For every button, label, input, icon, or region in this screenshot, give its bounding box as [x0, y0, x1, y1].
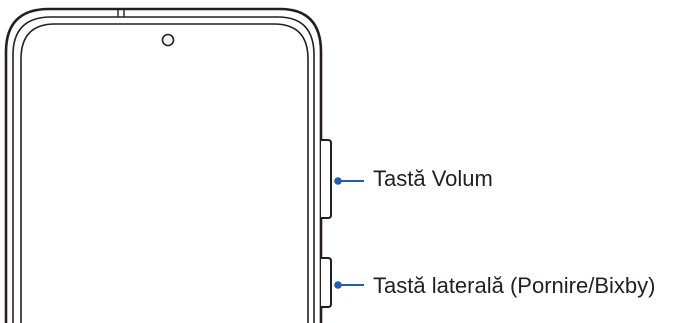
side-key: [321, 257, 332, 308]
front-camera-icon: [161, 33, 175, 47]
screen: [20, 23, 309, 323]
volume-key-label: Tastă Volum: [373, 166, 493, 191]
phone-frame: [4, 7, 323, 323]
side-key-label: Tastă laterală (Pornire/Bixby): [373, 273, 656, 298]
inner-bezel: [12, 16, 315, 323]
volume-key: [321, 139, 332, 219]
